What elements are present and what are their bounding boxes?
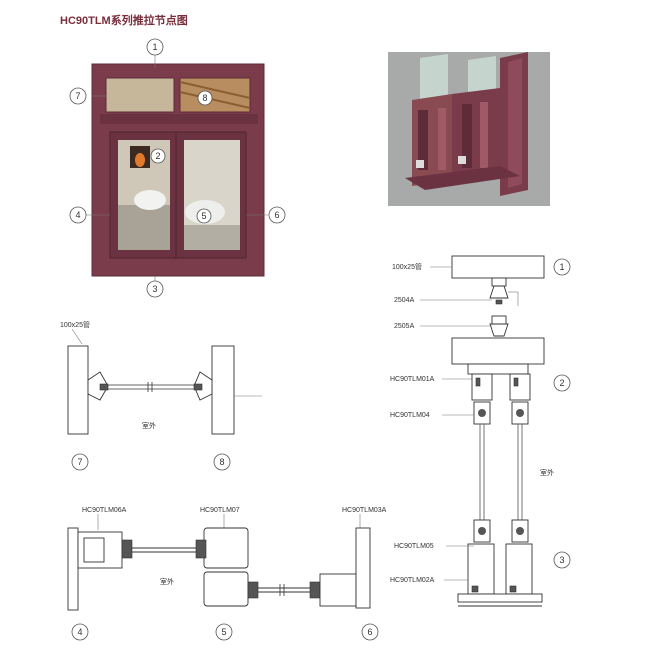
marker-8-window: 8 — [197, 90, 213, 106]
svg-text:3: 3 — [152, 284, 157, 294]
marker-3-section: 3 — [553, 551, 571, 569]
label-hc90tlm04: HC90TLM04 — [390, 412, 430, 419]
svg-text:2: 2 — [559, 378, 564, 388]
window-elevation — [86, 55, 268, 282]
label-tube-right: 100x25管 — [392, 262, 422, 271]
svg-text:5: 5 — [201, 211, 206, 221]
svg-text:8: 8 — [202, 93, 207, 103]
diagram-title: HC90TLM系列推拉节点图 — [60, 13, 188, 27]
node-7-8-detail: 100x25管 室外 — [60, 320, 262, 435]
svg-text:1: 1 — [559, 262, 564, 272]
marker-7-detail: 7 — [71, 453, 89, 471]
svg-text:5: 5 — [221, 627, 226, 637]
frame-06a-wall — [67, 527, 79, 611]
label-hc90tlm07: HC90TLM07 — [200, 507, 240, 514]
profile-3d-render — [388, 52, 550, 206]
marker-1-window: 1 — [146, 38, 164, 56]
label-outside-horizontal: 室外 — [160, 577, 174, 586]
marker-5-window: 5 — [196, 208, 212, 224]
marker-4-detail: 4 — [71, 623, 89, 641]
marker-5-detail: 5 — [215, 623, 233, 641]
frame-03a-wall — [355, 527, 371, 609]
marker-7-window: 7 — [69, 87, 87, 105]
interlock-07-lower — [203, 571, 249, 607]
label-hc90tlm06a: HC90TLM06A — [82, 507, 127, 514]
frame-03a — [319, 573, 357, 607]
vertical-section: 100x25管 2504A 2505A — [390, 255, 554, 607]
tube-right — [211, 345, 235, 435]
marker-3-window: 3 — [146, 280, 164, 298]
label-hc90tlm05: HC90TLM05 — [394, 543, 434, 550]
interlock-07 — [203, 527, 249, 569]
svg-text:6: 6 — [274, 210, 279, 220]
tube-left — [67, 345, 89, 435]
lower-tube — [451, 337, 545, 365]
transom-bar — [100, 114, 258, 124]
top-tube — [451, 255, 545, 279]
label-tube-left: 100x25管 — [60, 320, 90, 329]
marker-6-window: 6 — [268, 206, 286, 224]
svg-text:1: 1 — [152, 42, 157, 52]
marker-2-section: 2 — [553, 374, 571, 392]
label-2505a: 2505A — [394, 323, 415, 330]
svg-text:4: 4 — [75, 210, 80, 220]
marker-8-detail: 8 — [213, 453, 231, 471]
label-hc90tlm03a: HC90TLM03A — [342, 507, 387, 514]
horizontal-section: HC90TLM06A HC90TLM07 室外 HC90TLM03A — [67, 507, 387, 611]
svg-text:7: 7 — [75, 91, 80, 101]
label-hc90tlm01a: HC90TLM01A — [390, 376, 435, 383]
svg-text:7: 7 — [77, 457, 82, 467]
marker-4-window: 4 — [69, 206, 87, 224]
svg-text:6: 6 — [367, 627, 372, 637]
svg-text:4: 4 — [77, 627, 82, 637]
transom-pane-left — [105, 77, 175, 113]
label-hc90tlm02a: HC90TLM02A — [390, 577, 435, 584]
label-outside-vertical: 室外 — [540, 468, 554, 477]
marker-1-section: 1 — [553, 258, 571, 276]
svg-text:8: 8 — [219, 457, 224, 467]
marker-6-detail: 6 — [361, 623, 379, 641]
svg-text:2: 2 — [155, 151, 160, 161]
svg-text:3: 3 — [559, 555, 564, 565]
label-2504a: 2504A — [394, 297, 415, 304]
label-outside-7-8: 室外 — [142, 421, 156, 430]
marker-2-window: 2 — [150, 148, 166, 164]
